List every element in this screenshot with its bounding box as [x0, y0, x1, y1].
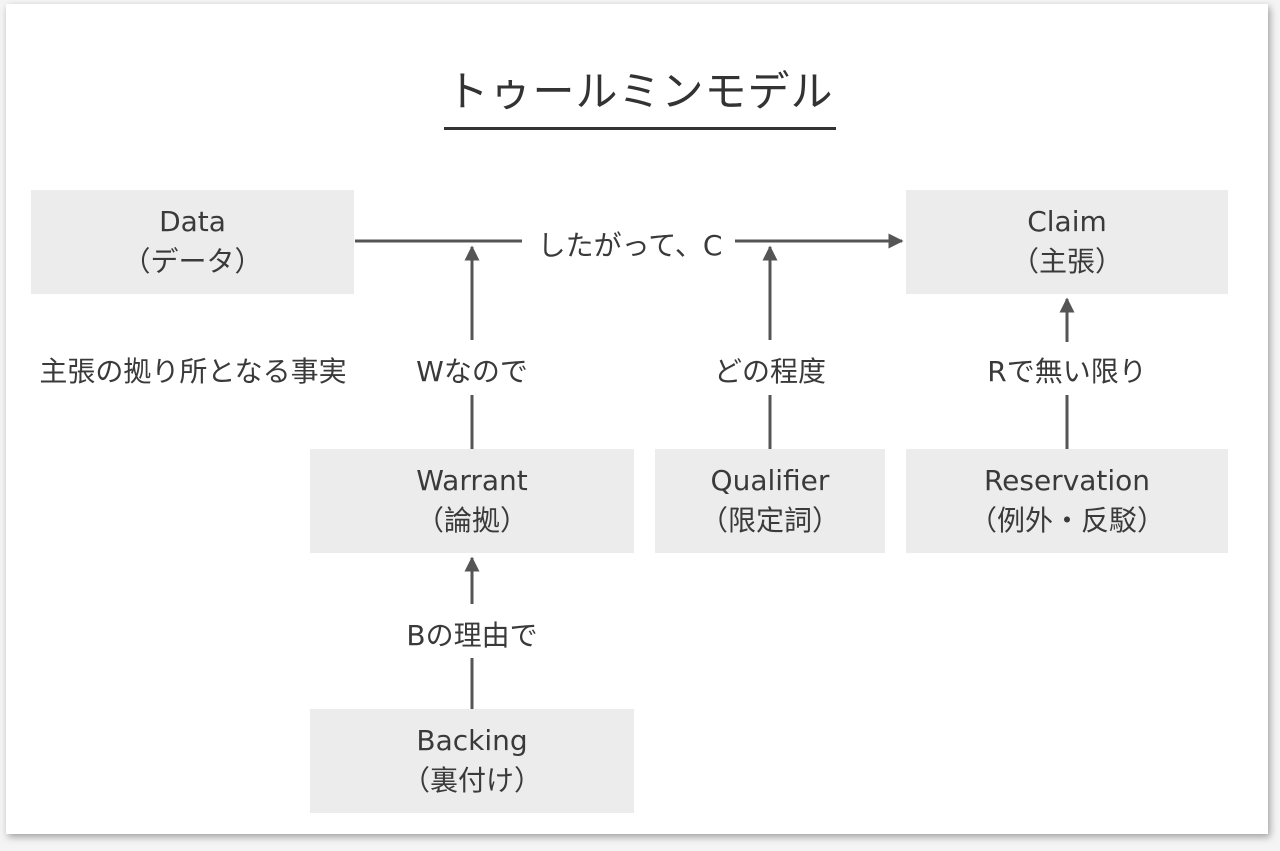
diagram-canvas: [6, 4, 1268, 834]
warrant-node-en: Warrant: [416, 464, 528, 497]
reservation-node-en: Reservation: [983, 464, 1151, 497]
qualifier-node-ja: （限定詞）: [699, 504, 840, 537]
claim-node-en: Claim: [1027, 205, 1107, 238]
warrant-node: Warrant （論拠）: [310, 449, 634, 553]
title-text: トゥールミンモデル: [444, 58, 836, 130]
claim-node-ja: （主張）: [1010, 245, 1123, 278]
qualifier-edge-label: どの程度: [713, 355, 827, 388]
reservation-node: Reservation （例外・反駁）: [906, 449, 1228, 553]
data-node: Data （データ）: [31, 190, 354, 294]
data-node-en: Data: [159, 205, 226, 238]
warrant-node-ja: （論拠）: [415, 504, 528, 537]
data-node-ja: （データ）: [122, 245, 263, 278]
data-to-claim-label: したがって、C: [537, 229, 723, 262]
backing-edge-label: Bの理由で: [406, 619, 538, 652]
data-description-note: 主張の拠り所となる事実: [39, 355, 347, 388]
qualifier-node-en: Qualifier: [710, 464, 830, 497]
claim-node: Claim （主張）: [906, 190, 1228, 294]
backing-node-en: Backing: [416, 724, 528, 757]
reservation-edge-label: Rで無い限り: [987, 355, 1147, 388]
qualifier-node: Qualifier （限定詞）: [655, 449, 885, 553]
backing-node-ja: （裏付け）: [401, 764, 542, 797]
diagram-title: トゥールミンモデル: [0, 58, 1280, 130]
warrant-edge-label: Wなので: [416, 355, 528, 388]
backing-node: Backing （裏付け）: [310, 709, 634, 813]
reservation-node-ja: （例外・反駁）: [968, 504, 1165, 537]
